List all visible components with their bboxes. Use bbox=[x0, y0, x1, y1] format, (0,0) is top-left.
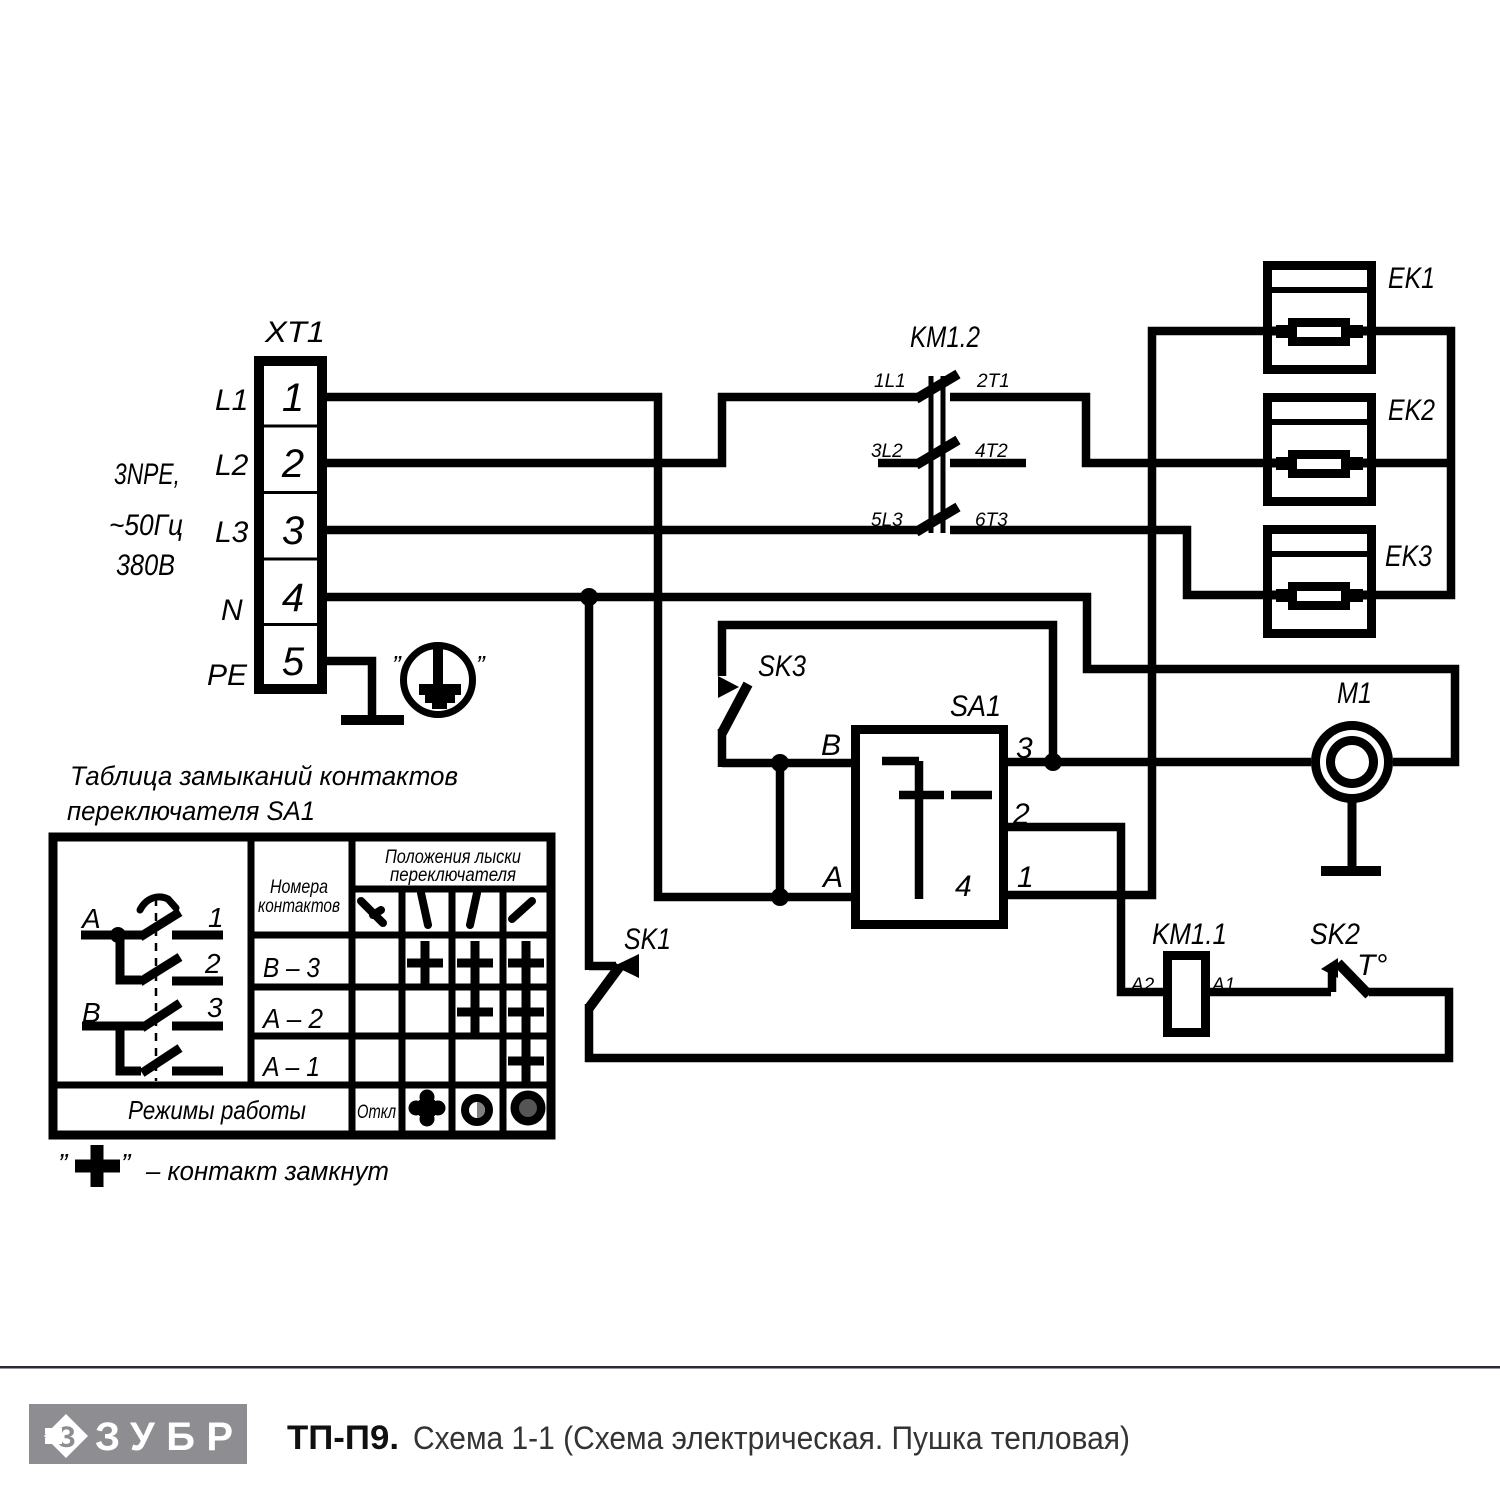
svg-text:A: A bbox=[821, 861, 843, 894]
svg-text:3L2: 3L2 bbox=[871, 441, 903, 462]
svg-text:A2: A2 bbox=[1130, 975, 1155, 996]
svg-text:~50Гц: ~50Гц bbox=[109, 509, 183, 542]
svg-text:3: 3 bbox=[207, 992, 223, 1023]
svg-text:”: ” bbox=[121, 1148, 132, 1179]
svg-text:B: B bbox=[82, 997, 101, 1028]
svg-text:PE: PE bbox=[207, 659, 248, 692]
svg-text:Схема 1-1 (Схема электрическая: Схема 1-1 (Схема электрическая. Пушка те… bbox=[413, 1420, 1130, 1456]
svg-text:B: B bbox=[821, 729, 841, 762]
svg-text:Номера: Номера bbox=[270, 877, 328, 898]
svg-text:1L1: 1L1 bbox=[874, 371, 906, 392]
svg-text:A: A bbox=[80, 903, 101, 934]
svg-text:M1: M1 bbox=[1337, 677, 1372, 710]
svg-text:”: ” bbox=[58, 1148, 69, 1179]
svg-text:SK3: SK3 bbox=[758, 650, 806, 683]
svg-text:EK1: EK1 bbox=[1388, 262, 1435, 295]
svg-text:KM1.1: KM1.1 bbox=[1152, 918, 1227, 951]
svg-text:Положения лыски: Положения лыски bbox=[385, 847, 521, 868]
svg-text:KM1.2: KM1.2 bbox=[910, 321, 980, 354]
svg-text:4: 4 bbox=[955, 870, 972, 903]
svg-text:T°: T° bbox=[1357, 949, 1387, 982]
svg-text:5: 5 bbox=[282, 640, 305, 684]
svg-text:контактов: контактов bbox=[258, 896, 340, 917]
svg-text:3: 3 bbox=[1016, 732, 1033, 765]
svg-text:A – 2: A – 2 bbox=[261, 1003, 323, 1034]
svg-text:N: N bbox=[221, 594, 243, 627]
svg-text:Откл: Откл bbox=[357, 1102, 396, 1123]
svg-text:L2: L2 bbox=[215, 449, 249, 482]
svg-text:2: 2 bbox=[1012, 798, 1030, 831]
svg-text:A1: A1 bbox=[1211, 975, 1235, 996]
svg-text:L3: L3 bbox=[215, 516, 249, 549]
svg-text:2: 2 bbox=[281, 442, 304, 486]
svg-text:2: 2 bbox=[204, 948, 221, 979]
svg-text:З: З bbox=[57, 1421, 76, 1454]
svg-text:”: ” bbox=[476, 650, 486, 680]
svg-text:Таблица замыканий контактов: Таблица замыканий контактов bbox=[70, 761, 458, 791]
svg-text:переключателя: переключателя bbox=[390, 865, 516, 886]
svg-text:– контакт замкнут: – контакт замкнут bbox=[145, 1156, 389, 1186]
svg-text:XT1: XT1 bbox=[264, 316, 325, 349]
svg-text:1: 1 bbox=[208, 902, 224, 933]
svg-text:5L3: 5L3 bbox=[871, 510, 903, 531]
svg-text:1: 1 bbox=[282, 376, 304, 420]
svg-text:4: 4 bbox=[282, 576, 304, 620]
svg-text:”: ” bbox=[392, 650, 402, 680]
svg-text:4T2: 4T2 bbox=[975, 441, 1008, 462]
svg-text:3: 3 bbox=[282, 509, 304, 553]
svg-text:L1: L1 bbox=[215, 384, 248, 417]
svg-text:380В: 380В bbox=[116, 549, 175, 582]
svg-text:SK1: SK1 bbox=[624, 923, 671, 956]
svg-text:EK2: EK2 bbox=[1388, 394, 1435, 427]
svg-text:ТП-П9.: ТП-П9. bbox=[287, 1419, 399, 1457]
svg-text:3NPE,: 3NPE, bbox=[114, 458, 180, 491]
svg-text:2T1: 2T1 bbox=[976, 371, 1010, 392]
svg-text:SA1: SA1 bbox=[950, 690, 1001, 723]
svg-text:EK3: EK3 bbox=[1385, 540, 1432, 573]
svg-text:A – 1: A – 1 bbox=[261, 1051, 320, 1082]
svg-text:Режимы работы: Режимы работы bbox=[128, 1095, 306, 1125]
svg-text:SK2: SK2 bbox=[1310, 918, 1360, 951]
svg-text:1: 1 bbox=[1017, 861, 1034, 894]
svg-text:B – 3: B – 3 bbox=[263, 952, 320, 983]
svg-text:6T3: 6T3 bbox=[975, 510, 1008, 531]
svg-text:переключателя SA1: переключателя SA1 bbox=[67, 796, 315, 826]
